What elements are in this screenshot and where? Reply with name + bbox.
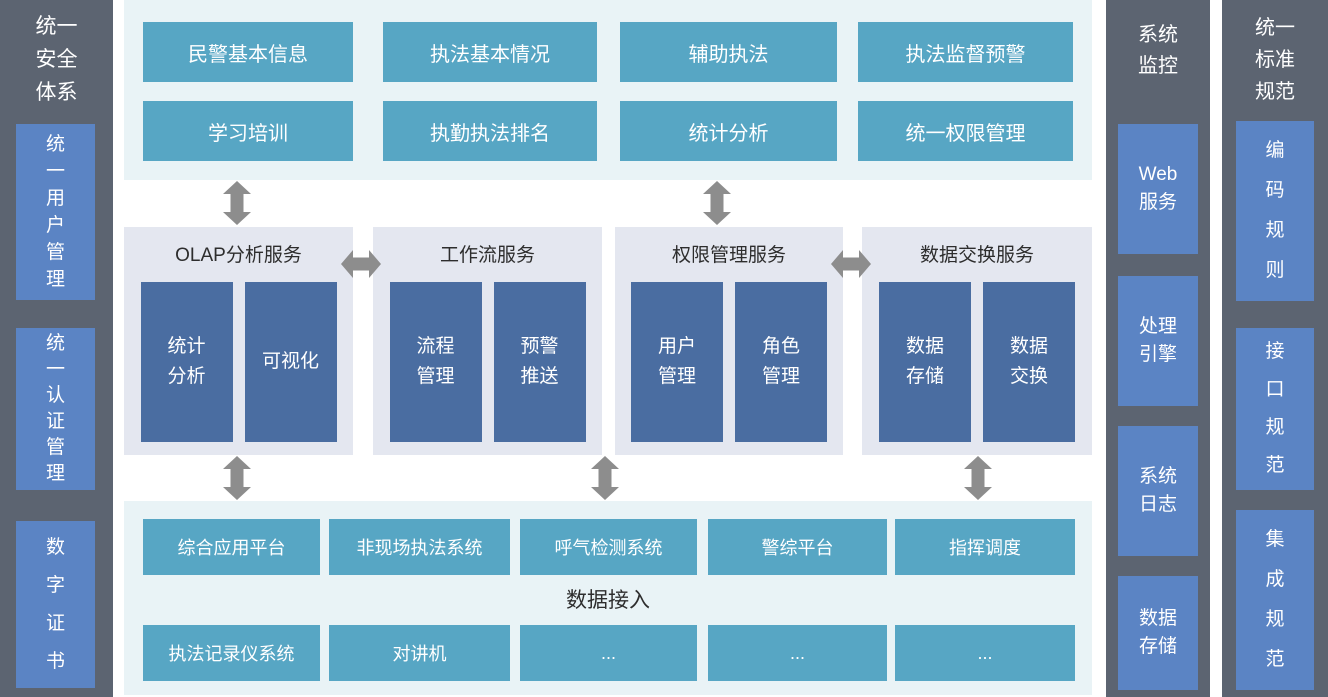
system-police-platform: 警综平台 — [708, 519, 887, 575]
service-group-olap: OLAP分析服务 统计 分析 可视化 — [124, 227, 353, 455]
security-item-auth-management: 统 一 认 证 管 理 — [16, 328, 95, 490]
monitor-item-system-log: 系统 日志 — [1118, 426, 1198, 556]
service-box-user-management: 用户 管理 — [631, 282, 723, 442]
service-group-permission: 权限管理服务 用户 管理 角色 管理 — [615, 227, 843, 455]
standards-item-interface-spec: 接 口 规 范 — [1236, 328, 1314, 490]
application-band: 民警基本信息 执法基本情况 辅助执法 执法监督预警 学习培训 执勤执法排名 统计… — [124, 0, 1092, 180]
security-item-user-management: 统 一 用 户 管 理 — [16, 124, 95, 300]
system-offsite-enforcement: 非现场执法系统 — [329, 519, 510, 575]
monitor-column: 系统 监控 Web 服务 处理 引擎 系统 日志 数据 存储 — [1106, 0, 1210, 697]
module-assisted-enforcement: 辅助执法 — [620, 22, 837, 82]
service-box-process-management: 流程 管理 — [389, 282, 482, 442]
double-arrow-vertical-icon — [223, 181, 251, 225]
service-group-workflow: 工作流服务 流程 管理 预警 推送 — [373, 227, 602, 455]
security-item-digital-certificate: 数 字 证 书 — [16, 521, 95, 688]
service-box-data-exchange: 数据 交换 — [983, 282, 1075, 442]
monitor-column-title: 系统 监控 — [1138, 24, 1178, 77]
double-arrow-vertical-icon — [964, 456, 992, 500]
security-column-title: 统一 安全 体系 — [35, 15, 78, 104]
standards-column: 统一 标准 规范 编 码 规 则 接 口 规 范 集 成 规 范 — [1222, 0, 1328, 697]
double-arrow-vertical-icon — [703, 181, 731, 225]
service-box-role-management: 角色 管理 — [735, 282, 827, 442]
double-arrow-vertical-icon — [223, 456, 251, 500]
double-arrow-horizontal-icon — [831, 250, 871, 278]
service-group-title: 工作流服务 — [439, 245, 535, 266]
security-column: 统一 安全 体系 统 一 用 户 管 理 统 一 认 证 管 理 数 字 证 书 — [0, 0, 113, 697]
module-learning-training: 学习培训 — [143, 101, 353, 161]
service-group-title: 权限管理服务 — [671, 245, 786, 266]
double-arrow-vertical-icon — [591, 456, 619, 500]
system-command-dispatch: 指挥调度 — [895, 519, 1075, 575]
module-enforcement-basic: 执法基本情况 — [383, 22, 597, 82]
data-access-band: 综合应用平台 非现场执法系统 呼气检测系统 警综平台 指挥调度 数据接入 执法记… — [124, 501, 1092, 695]
module-duty-ranking: 执勤执法排名 — [383, 101, 597, 161]
system-breath-test: 呼气检测系统 — [520, 519, 697, 575]
system-ellipsis-2: ... — [708, 625, 887, 681]
module-unified-permissions: 统一权限管理 — [858, 101, 1073, 161]
service-group-title: 数据交换服务 — [919, 245, 1034, 266]
service-group-data-exchange: 数据交换服务 数据 存储 数据 交换 — [862, 227, 1092, 455]
system-intercom: 对讲机 — [329, 625, 510, 681]
service-box-statistics: 统计 分析 — [140, 282, 233, 442]
system-ellipsis-1: ... — [520, 625, 697, 681]
module-statistics-analysis: 统计分析 — [620, 101, 837, 161]
service-box-warning-push: 预警 推送 — [493, 282, 586, 442]
module-supervision-warning: 执法监督预警 — [858, 22, 1073, 82]
monitor-item-web-service: Web 服务 — [1118, 124, 1198, 254]
standards-item-coding-rules: 编 码 规 则 — [1236, 121, 1314, 301]
system-integrated-platform: 综合应用平台 — [143, 519, 320, 575]
data-access-label: 数据接入 — [566, 589, 650, 612]
system-ellipsis-3: ... — [895, 625, 1075, 681]
standards-column-title: 统一 标准 规范 — [1255, 17, 1295, 103]
double-arrow-horizontal-icon — [341, 250, 381, 278]
service-group-title: OLAP分析服务 — [175, 245, 302, 266]
standards-item-integration-spec: 集 成 规 范 — [1236, 510, 1314, 690]
monitor-item-data-storage: 数据 存储 — [1118, 576, 1198, 690]
module-police-basic-info: 民警基本信息 — [143, 22, 353, 82]
service-box-data-storage: 数据 存储 — [879, 282, 971, 442]
service-box-visualization: 可视化 — [244, 282, 337, 442]
system-body-camera: 执法记录仪系统 — [143, 625, 320, 681]
monitor-item-processing-engine: 处理 引擎 — [1118, 276, 1198, 406]
